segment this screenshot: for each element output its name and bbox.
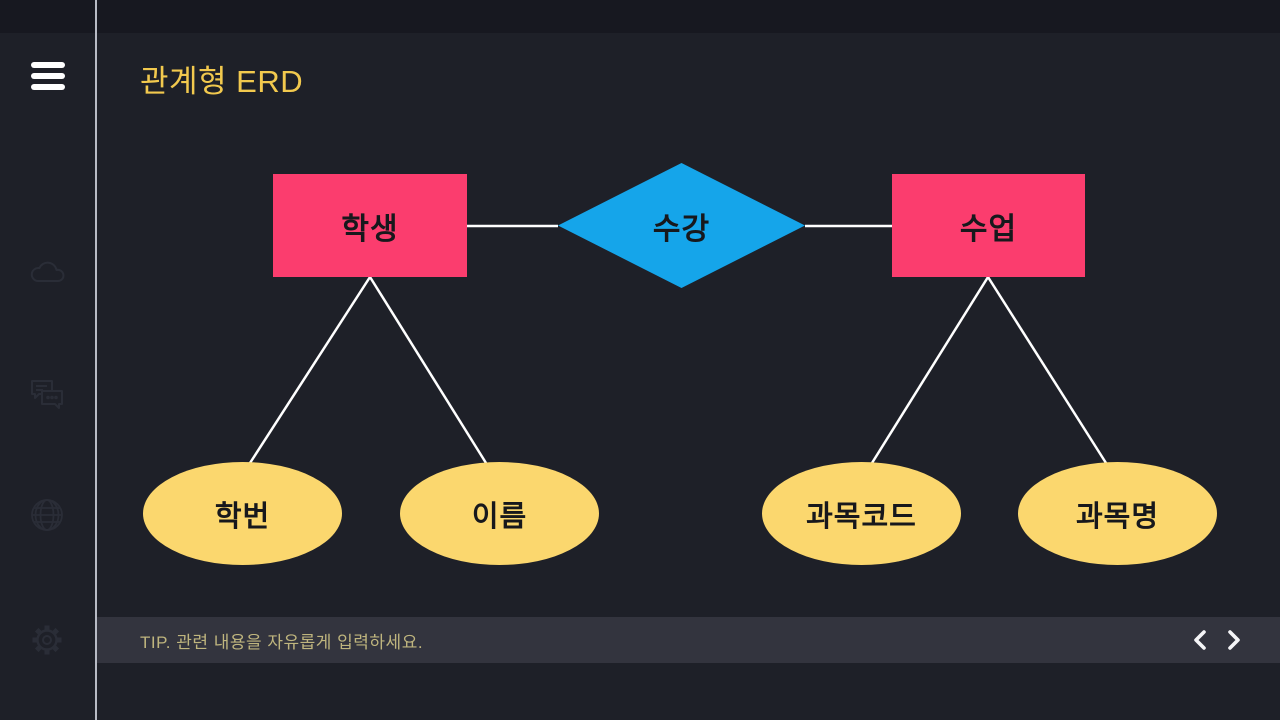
- attribute-student-id[interactable]: 학번: [143, 462, 342, 565]
- relationship-diamond[interactable]: 수강: [558, 163, 805, 288]
- page-title: 관계형 ERD: [140, 64, 304, 99]
- next-slide-button[interactable]: [1222, 625, 1246, 655]
- attribute-label: 이름: [471, 500, 528, 533]
- top-band: [0, 0, 1280, 33]
- menu-button[interactable]: [31, 62, 65, 90]
- chat-icon[interactable]: [27, 374, 67, 414]
- slide-navigation: [1188, 617, 1246, 663]
- hamburger-icon: [31, 62, 65, 68]
- cloud-icon[interactable]: [27, 253, 67, 293]
- relationship-label: 수강: [652, 212, 711, 246]
- attribute-label: 과목코드: [806, 500, 917, 533]
- chevron-right-icon: [1228, 630, 1240, 650]
- sidebar: [0, 0, 95, 720]
- globe-icon[interactable]: [27, 495, 67, 535]
- tip-bar: TIP. 관련 내용을 자유롭게 입력하세요.: [97, 617, 1280, 663]
- entity-student-label: 학생: [341, 212, 399, 246]
- attribute-name[interactable]: 이름: [400, 462, 599, 565]
- attribute-label: 학번: [214, 500, 271, 533]
- attribute-label: 과목명: [1075, 500, 1160, 533]
- attribute-course-name[interactable]: 과목명: [1018, 462, 1217, 565]
- prev-slide-button[interactable]: [1188, 625, 1212, 655]
- entity-class[interactable]: 수업: [892, 174, 1085, 277]
- gear-icon[interactable]: [27, 620, 67, 660]
- sidebar-divider: [95, 0, 97, 720]
- attribute-course-code[interactable]: 과목코드: [762, 462, 961, 565]
- tip-text: TIP. 관련 내용을 자유롭게 입력하세요.: [140, 632, 424, 652]
- chevron-left-icon: [1194, 630, 1206, 650]
- entity-student[interactable]: 학생: [273, 174, 467, 277]
- entity-class-label: 수업: [959, 212, 1018, 246]
